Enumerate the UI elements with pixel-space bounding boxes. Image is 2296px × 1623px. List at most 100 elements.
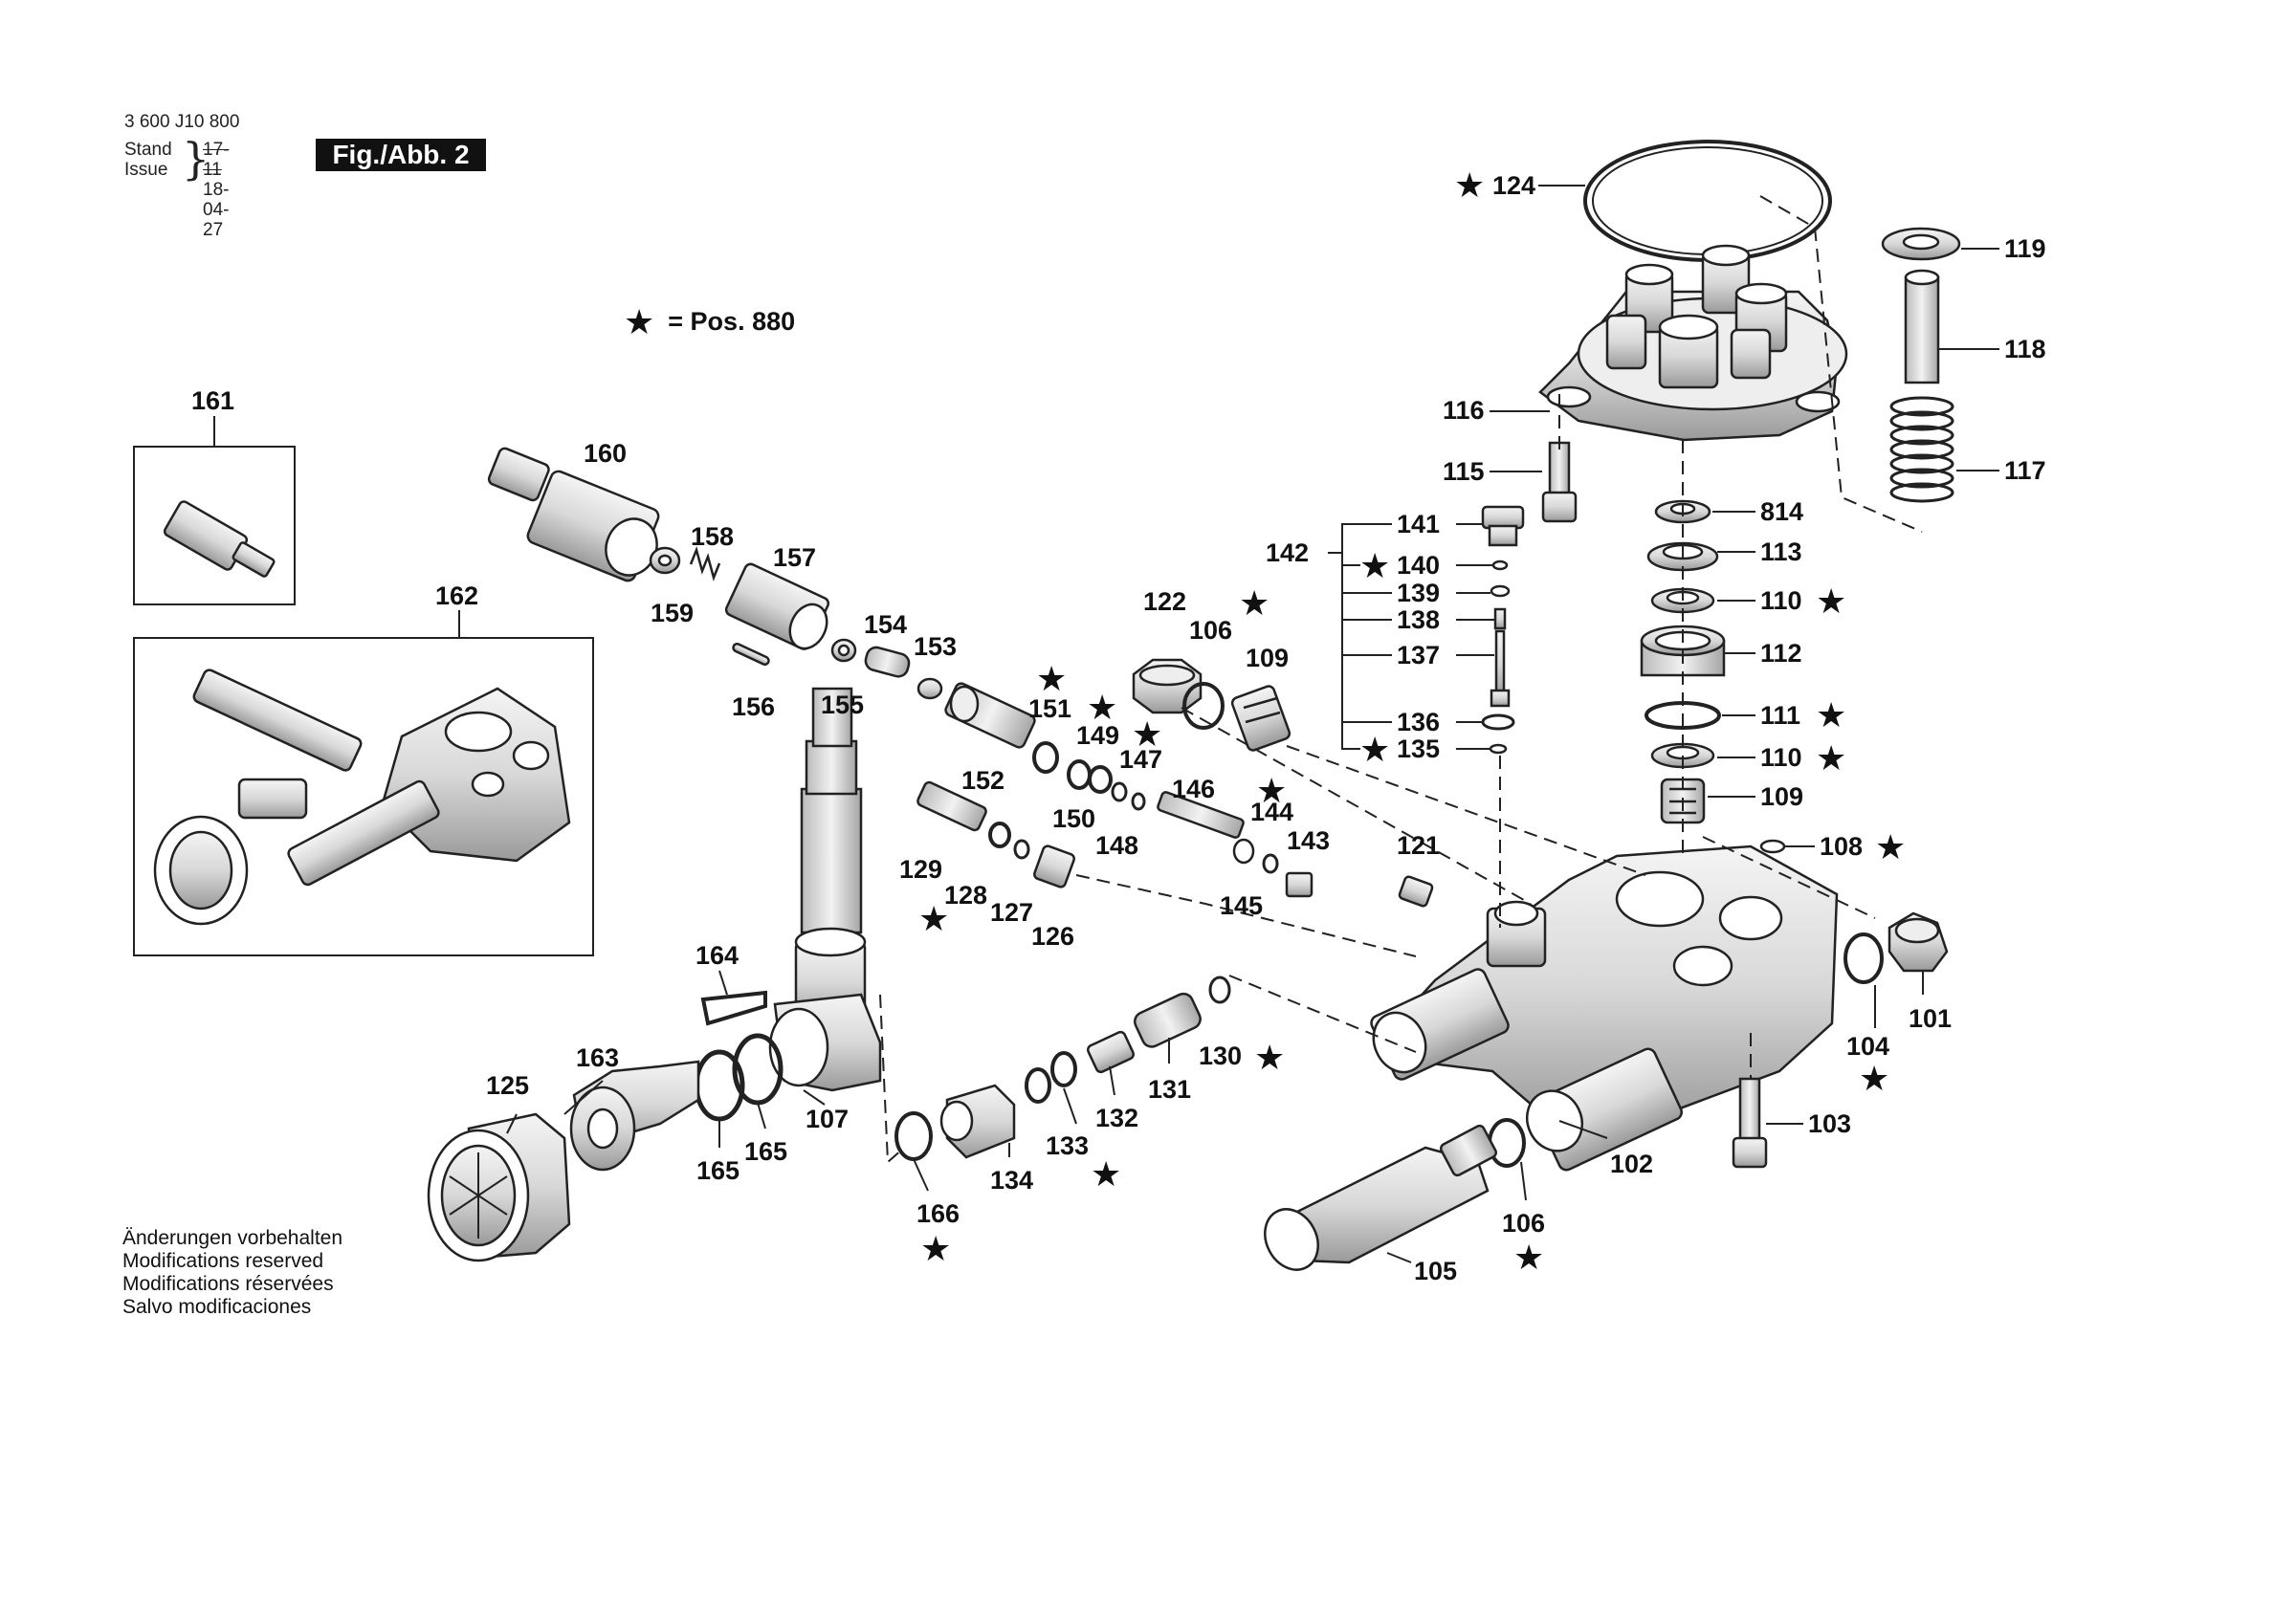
part-151-ring: [1032, 741, 1059, 774]
label-107: 107: [806, 1105, 849, 1133]
label-113: 113: [1760, 537, 1802, 566]
label-128: 128: [944, 881, 987, 910]
label-166: 166: [916, 1199, 960, 1228]
label-105: 105: [1414, 1257, 1457, 1285]
part-106-oring-a: [1182, 682, 1225, 730]
part-108-oring: [1759, 839, 1786, 854]
label-162: 162: [435, 581, 478, 610]
modification-notes: Änderungen vorbehalten Modifications res…: [122, 1227, 342, 1319]
part-164-clip: [700, 990, 767, 1026]
label-158: 158: [691, 522, 734, 551]
star-icon: ★: [1091, 1155, 1121, 1195]
label-814: 814: [1760, 497, 1803, 526]
label-165a: 165: [696, 1156, 740, 1185]
part-157-coupler: [724, 562, 830, 650]
star-icon: ★: [1036, 660, 1067, 699]
star-icon: ★: [1816, 696, 1846, 735]
label-152: 152: [961, 766, 1004, 795]
star-icon: ★: [920, 1230, 951, 1269]
part-143-spring: [1285, 871, 1314, 898]
part-162-box: [133, 637, 594, 956]
part-105-outlet: [1264, 1124, 1498, 1271]
legend-text: = Pos. 880: [668, 307, 796, 336]
label-126: 126: [1031, 922, 1074, 951]
label-150: 150: [1052, 804, 1095, 833]
star-icon: ★: [1239, 584, 1269, 624]
part-153-cap: [916, 677, 943, 700]
star-icon: ★: [1875, 828, 1906, 867]
label-116: 116: [1443, 396, 1485, 425]
part-127-ring: [1013, 839, 1030, 860]
part-147-ring: [1131, 792, 1146, 811]
label-130: 130: [1199, 1042, 1242, 1070]
label-122: 122: [1143, 587, 1186, 616]
label-132: 132: [1095, 1104, 1138, 1132]
label-125: 125: [486, 1071, 529, 1100]
part-102-manifold: [1370, 844, 1839, 1172]
part-104-oring: [1843, 932, 1884, 984]
part-149-ring: [1088, 765, 1113, 794]
part-161-fitting: [163, 500, 276, 578]
label-129: 129: [899, 855, 942, 884]
star-icon: ★: [1254, 1039, 1285, 1078]
legend: ★ = Pos. 880: [624, 302, 795, 342]
brace-icon: }: [182, 133, 210, 185]
part-139-ring: [1490, 584, 1511, 598]
label-154: 154: [864, 610, 907, 639]
part-146-stem: [1157, 791, 1245, 839]
part-128-ring: [988, 822, 1011, 848]
star-icon: ★: [624, 302, 655, 341]
label-117: 117: [2004, 456, 2046, 485]
star-icon: ★: [1087, 689, 1117, 728]
label-112: 112: [1760, 639, 1802, 668]
label-161: 161: [191, 386, 234, 415]
part-166-oring: [894, 1111, 933, 1161]
part-115-screw: [1541, 441, 1578, 523]
label-165b: 165: [744, 1137, 787, 1166]
label-137: 137: [1397, 641, 1440, 669]
part-160-nozzle: [487, 447, 660, 582]
label-164: 164: [695, 941, 739, 970]
label-145: 145: [1220, 891, 1263, 920]
part-121-plug: [1398, 875, 1434, 908]
part-155-ring: [830, 638, 857, 663]
part-154-pin: [864, 646, 911, 678]
part-125-filter: [427, 1112, 571, 1262]
label-139: 139: [1397, 579, 1440, 607]
label-103: 103: [1808, 1109, 1851, 1138]
label-134: 134: [990, 1166, 1033, 1195]
figure-label: Fig./Abb. 2: [316, 139, 486, 171]
label-106a: 106: [1189, 616, 1232, 645]
label-104: 104: [1846, 1032, 1889, 1061]
part-135-ring: [1489, 743, 1508, 755]
revision-block: Stand Issue } 17-11 18-04-27: [124, 137, 229, 240]
part-107-elbow: [768, 687, 882, 1092]
label-144: 144: [1250, 798, 1293, 826]
label-101: 101: [1909, 1004, 1952, 1033]
part-122-plug: [1132, 658, 1203, 714]
part-134-valve: [939, 1084, 1016, 1159]
label-155: 155: [821, 691, 864, 719]
part-130-ring: [1208, 976, 1231, 1004]
document-number: 3 600 J10 800: [124, 112, 240, 132]
note-es: Salvo modificaciones: [122, 1296, 312, 1318]
note-fr: Modifications réservées: [122, 1273, 334, 1295]
label-109a: 109: [1246, 644, 1289, 672]
part-162-assembly: [153, 669, 571, 926]
label-109b: 109: [1760, 782, 1803, 811]
star-icon: ★: [1454, 166, 1485, 206]
star-icon: ★: [1132, 715, 1162, 755]
label-156: 156: [732, 692, 775, 721]
part-117-spring: [1889, 396, 1954, 503]
part-156-pin: [732, 642, 770, 667]
label-143: 143: [1287, 826, 1330, 855]
label-141: 141: [1397, 510, 1440, 538]
part-138-spring: [1493, 607, 1507, 630]
label-110b: 110: [1760, 743, 1802, 772]
star-icon: ★: [1816, 739, 1846, 779]
label-115: 115: [1443, 457, 1485, 486]
part-132-spring: [1087, 1030, 1135, 1074]
part-116-pump-head: [1538, 244, 1848, 442]
part-101-plug: [1888, 911, 1949, 973]
